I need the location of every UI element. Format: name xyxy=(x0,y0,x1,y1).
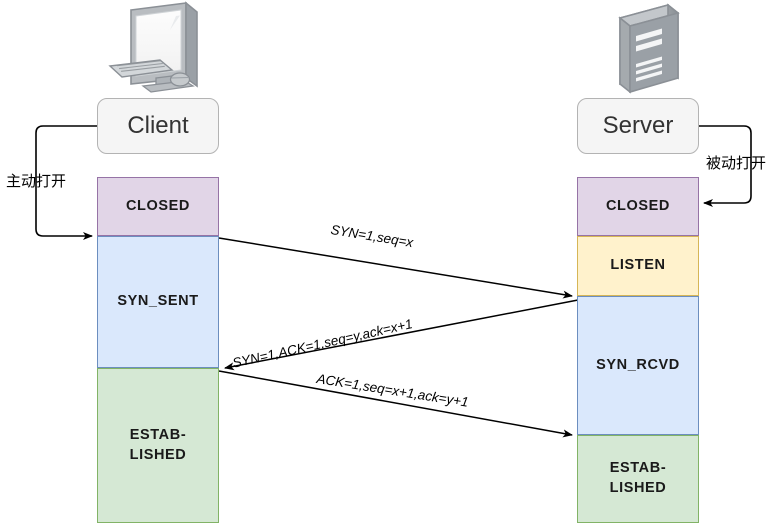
state-label-line2: LISHED xyxy=(129,446,187,463)
server-state-syn-rcvd[interactable]: SYN_RCVD xyxy=(577,296,699,435)
state-label-line1: ESTAB- xyxy=(609,460,667,477)
client-role-label: Client xyxy=(127,112,189,139)
state-label: SYN_SENT xyxy=(117,293,199,310)
server-passive-open-connector xyxy=(699,125,752,207)
server-role-label: Server xyxy=(602,112,674,139)
server-role-box[interactable]: Server xyxy=(577,98,699,154)
client-active-open-label: 主动打开 xyxy=(6,173,67,190)
server-tower-icon xyxy=(618,3,680,94)
state-label: CLOSED xyxy=(605,197,671,214)
client-role-box[interactable]: Client xyxy=(97,98,219,154)
server-state-closed[interactable]: CLOSED xyxy=(577,177,699,236)
server-passive-open-label: 被动打开 xyxy=(706,155,767,172)
state-label: LISTEN xyxy=(610,257,666,274)
desktop-computer-icon xyxy=(108,1,198,93)
client-state-established[interactable]: ESTAB- LISHED xyxy=(97,368,219,523)
client-state-syn-sent[interactable]: SYN_SENT xyxy=(97,236,219,368)
server-state-listen[interactable]: LISTEN xyxy=(577,236,699,296)
message-arrow-syn-ack xyxy=(224,299,579,371)
state-label-line1: ESTAB- xyxy=(129,426,187,443)
message-arrow-ack xyxy=(218,370,573,438)
state-label: SYN_RCVD xyxy=(596,356,680,373)
client-active-open-connector xyxy=(35,125,97,240)
state-label: CLOSED xyxy=(125,197,191,214)
server-state-established[interactable]: ESTAB- LISHED xyxy=(577,435,699,523)
message-arrow-syn xyxy=(218,237,573,299)
state-label-line2: LISHED xyxy=(609,480,667,496)
client-state-closed[interactable]: CLOSED xyxy=(97,177,219,236)
